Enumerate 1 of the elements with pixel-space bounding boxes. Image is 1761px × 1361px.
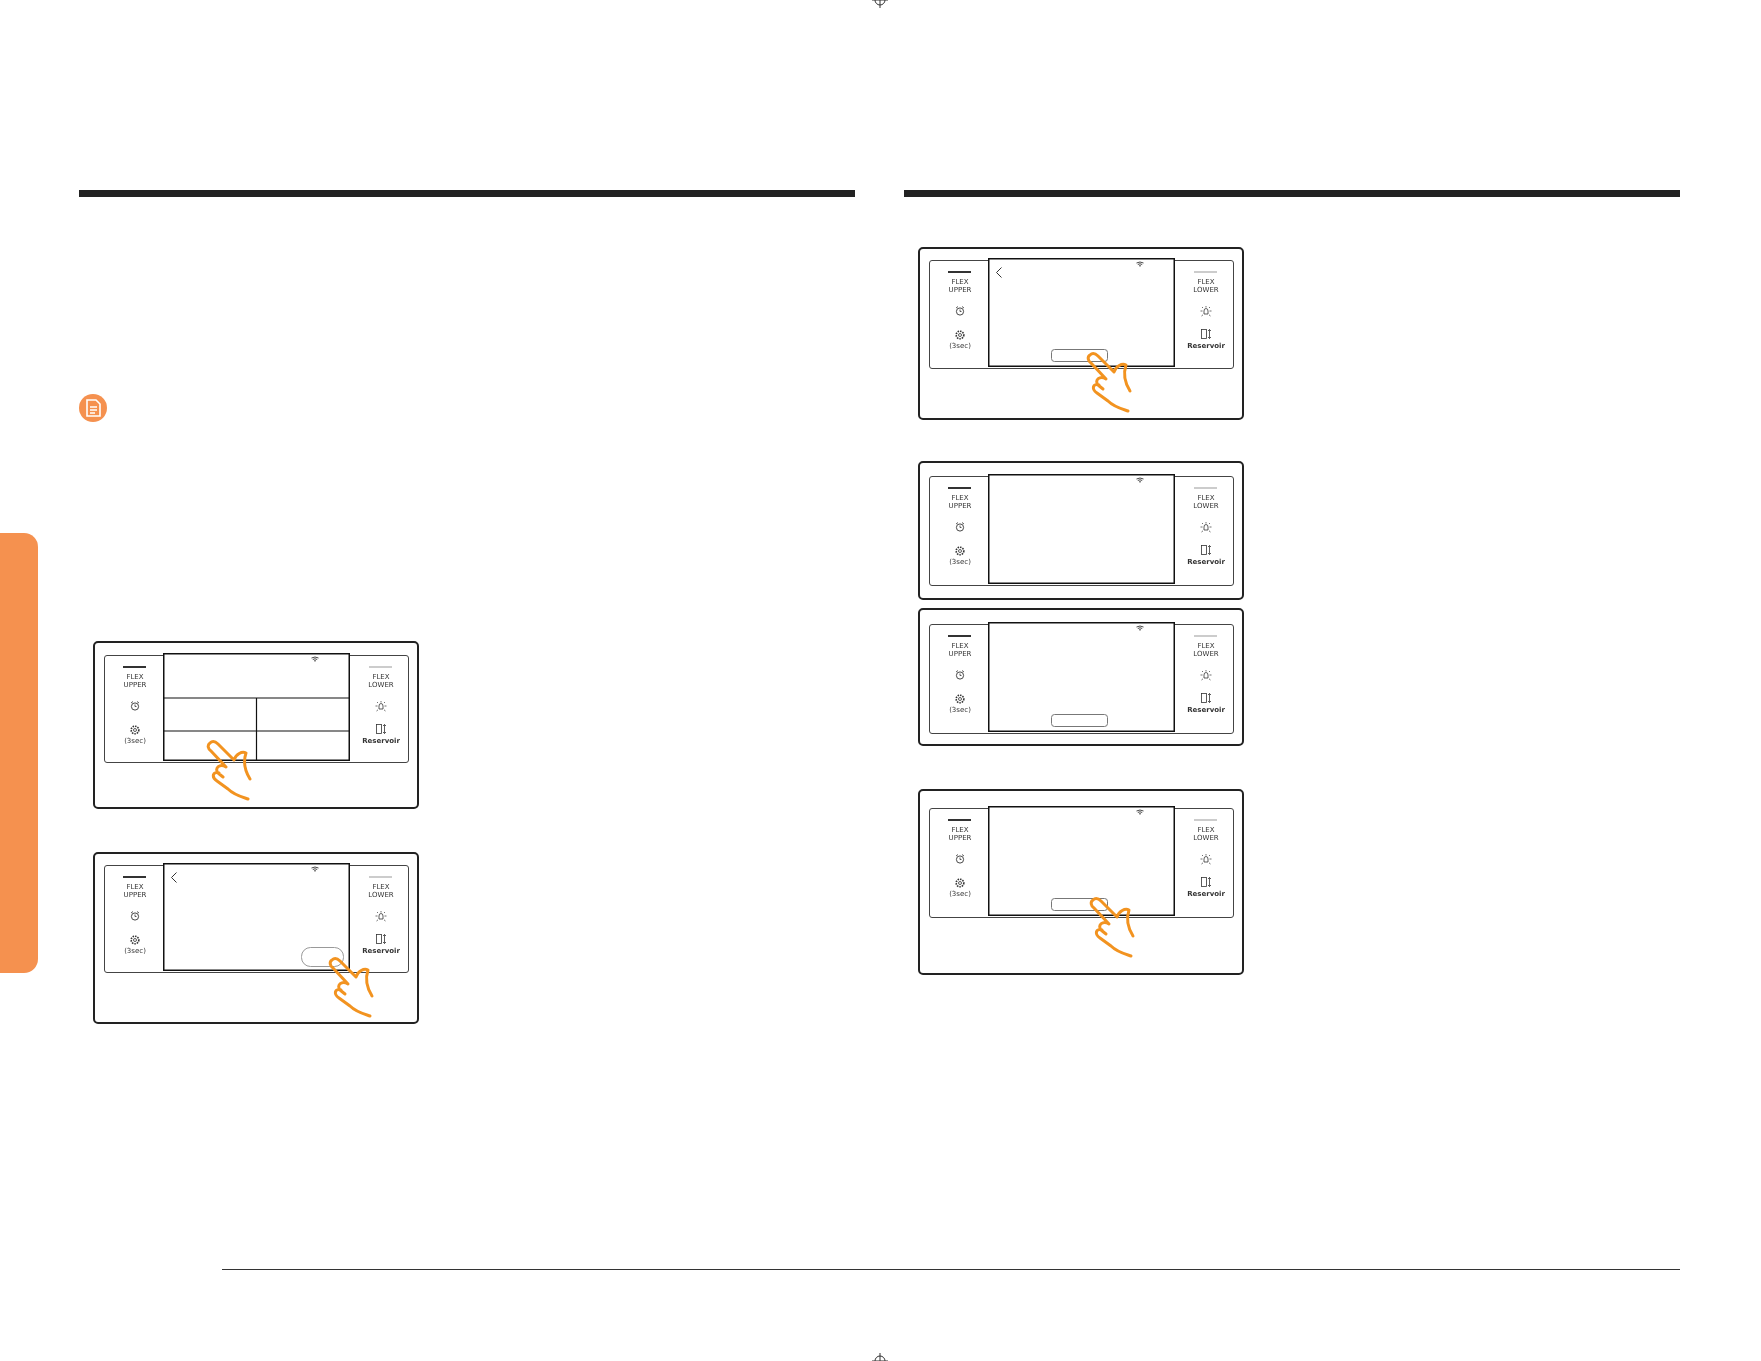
side-tab <box>0 533 38 973</box>
